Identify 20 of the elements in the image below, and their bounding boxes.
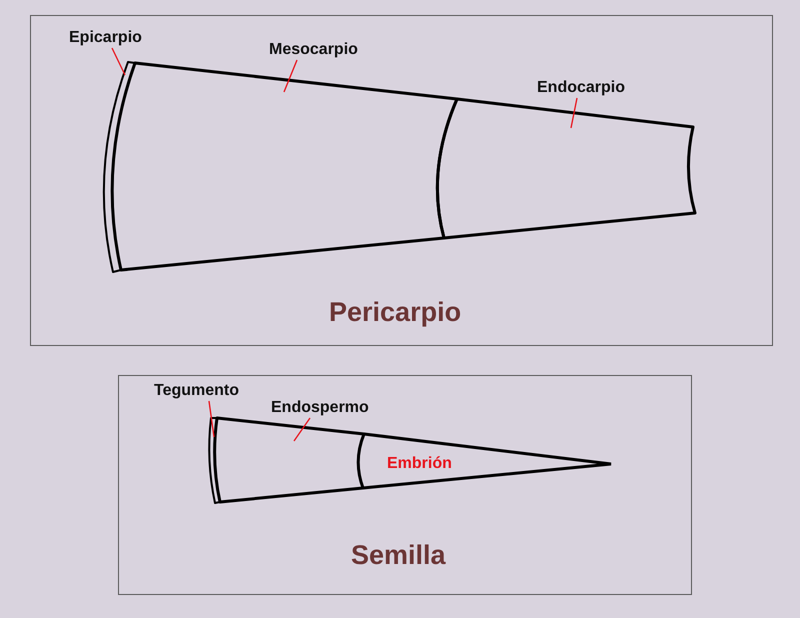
inner-layer [436,98,696,240]
leader-line [111,48,126,76]
section-panel [30,15,773,346]
part-label: Tegumento [154,382,240,400]
leader-line [293,418,311,442]
leader-line [283,60,298,92]
section-title: Pericarpio [329,297,462,328]
section-panel [118,375,692,595]
skin-layer [102,61,136,273]
part-label: Mesocarpio [269,41,358,59]
section-title: Semilla [351,540,446,571]
part-label: Endospermo [271,399,369,417]
part-label: Embrión [387,455,452,473]
part-label: Endocarpio [537,79,626,97]
endosperm-region [213,416,366,504]
leader-line [570,98,578,128]
seed-coat-layer [208,417,221,504]
leader-line [208,400,215,438]
flesh-layer [110,62,458,272]
part-label: Epicarpio [69,29,142,47]
